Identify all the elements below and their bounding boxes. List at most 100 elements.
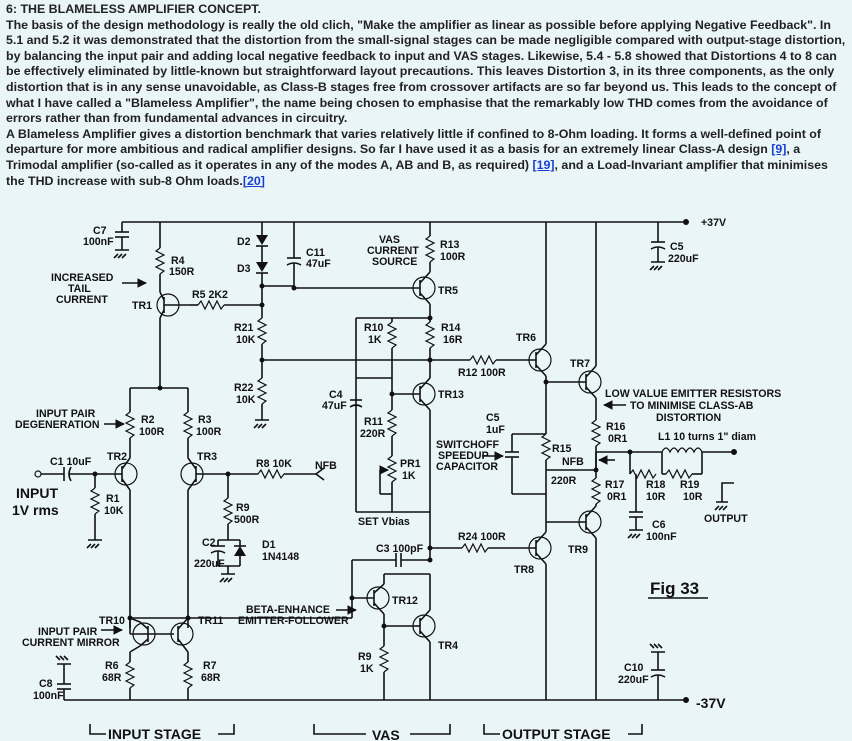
r19-label: R19 [680,479,700,491]
paragraph-2-text-a: A Blameless Amplifier gives a distortion… [6,126,821,157]
r6-value: 68R [102,672,122,684]
c7-label: C7 [93,225,107,237]
r2-value: 100R [139,426,165,438]
transistor-tr3 [180,457,228,491]
capacitor-c4 [349,399,363,408]
capacitor-c10 [649,643,666,700]
r17-label: R17 [605,479,625,491]
d1-value: 1N4148 [262,551,299,563]
tr11-label: TR11 [198,615,223,627]
r24-label: R24 100R [458,531,506,543]
resistor-r10 [386,321,398,349]
low-value-note-2: TO MINIMISE CLASS-AB [630,400,754,412]
c5-rail-label: C5 [670,241,684,253]
r14-label: R14 [441,322,461,334]
resistor-r19 [665,468,693,480]
capacitor-c8 [55,655,130,701]
tail-label-1: INCREASED [51,272,114,284]
r13-label: R13 [440,239,460,251]
c3-label: C3 100pF [376,543,424,555]
diode-d2 [256,235,268,247]
r7-label: R7 [203,660,217,672]
tr8-label: TR8 [514,564,534,576]
d2-label: D2 [237,236,251,248]
tr13-label: TR13 [438,389,464,401]
r15-value: 220R [551,475,577,487]
r5-label: R5 2K2 [192,289,228,301]
c5-speedup-value: 1uF [486,424,505,436]
preset-pr1 [386,455,398,483]
output-label: OUTPUT [704,513,748,525]
c5-rail-value: 220uF [668,253,699,265]
r11-label: R11 [364,416,383,428]
resistor-r13 [424,235,436,263]
pr1-value: 1K [402,470,416,482]
diode-d1 [234,540,246,566]
tr7-label: TR7 [570,358,590,370]
tr9-label: TR9 [568,544,588,556]
c4-value: 47uF [322,400,347,412]
mirror-label-2: CURRENT MIRROR [22,637,120,649]
vas-bracket [313,724,451,735]
capacitor-c7 [113,222,129,259]
resistor-r22 [256,377,268,405]
r14-value: 16R [443,334,463,346]
resistor-r9-1k [378,645,390,673]
nfb-output-label: NFB [562,456,584,468]
r16-label: R16 [606,421,626,433]
resistor-r4 [154,247,166,275]
vas-label: VAS [372,727,400,741]
reference-link-9[interactable]: [9] [771,142,787,157]
r22-value: 10K [236,394,256,406]
r21-value: 10K [236,334,256,346]
c7-value: 100nF [83,236,114,248]
paragraph-2-text-c: , and a Load-Invariant amplifier that mi… [6,157,828,188]
output-stage-bracket [483,724,643,735]
pr1-label: PR1 [400,458,421,470]
transistor-tr12 [352,583,390,615]
resistor-r21 [256,317,268,345]
r18-value: 10R [646,491,666,503]
resistor-r14 [424,321,436,349]
d1-label: D1 [262,539,276,551]
r9-1k-label: R9 [358,651,372,663]
resistor-r6 [124,661,136,689]
r18-label: R18 [646,479,666,491]
nfb-input-label: NFB [315,460,337,472]
transistor-tr2 [98,457,138,491]
c4-label: C4 [329,389,343,401]
c10-value: 220uF [618,674,649,686]
degeneration-label-2: DEGENERATION [15,419,100,431]
r11-value: 220R [360,428,386,440]
r22-label: R22 [234,382,254,394]
r7-value: 68R [201,672,221,684]
c2-value: 220uF [194,558,225,570]
capacitor-c3 [395,553,402,567]
article-paragraph-2: A Blameless Amplifier gives a distortion… [6,127,848,189]
r9-500r-label: R9 [236,502,250,514]
resistor-r15 [540,433,552,461]
vas-source-label-2: CURRENT [367,245,419,257]
resistor-r18 [629,468,657,480]
tr12-label: TR12 [392,595,418,607]
reference-link-20[interactable]: [20] [242,173,265,188]
resistor-r5 [197,299,225,311]
tr10-label: TR10 [99,615,125,627]
r9-1k-value: 1K [360,663,374,675]
c6-value: 100nF [646,531,677,543]
reference-link-19[interactable]: [19] [532,157,555,172]
r8-label: R8 10K [256,458,292,470]
r6-label: R6 [105,660,119,672]
beta-label-1: BETA-ENHANCE [246,604,330,616]
r1-value: 10K [104,505,124,517]
r12-label: R12 100R [458,367,506,379]
paragraph-2-text-b: , a Trimodal amplifier (so-called as it … [6,142,801,172]
resistor-r9-500r [222,497,234,525]
rail-positive-label: +37V [701,217,726,229]
resistor-r1 [89,487,101,515]
capacitor-c6 [627,511,643,539]
output-ground-symbol [714,482,734,511]
figure-caption: Fig 33 [650,579,699,598]
r1-label: R1 [106,493,120,505]
transistor-tr8 [528,531,552,565]
